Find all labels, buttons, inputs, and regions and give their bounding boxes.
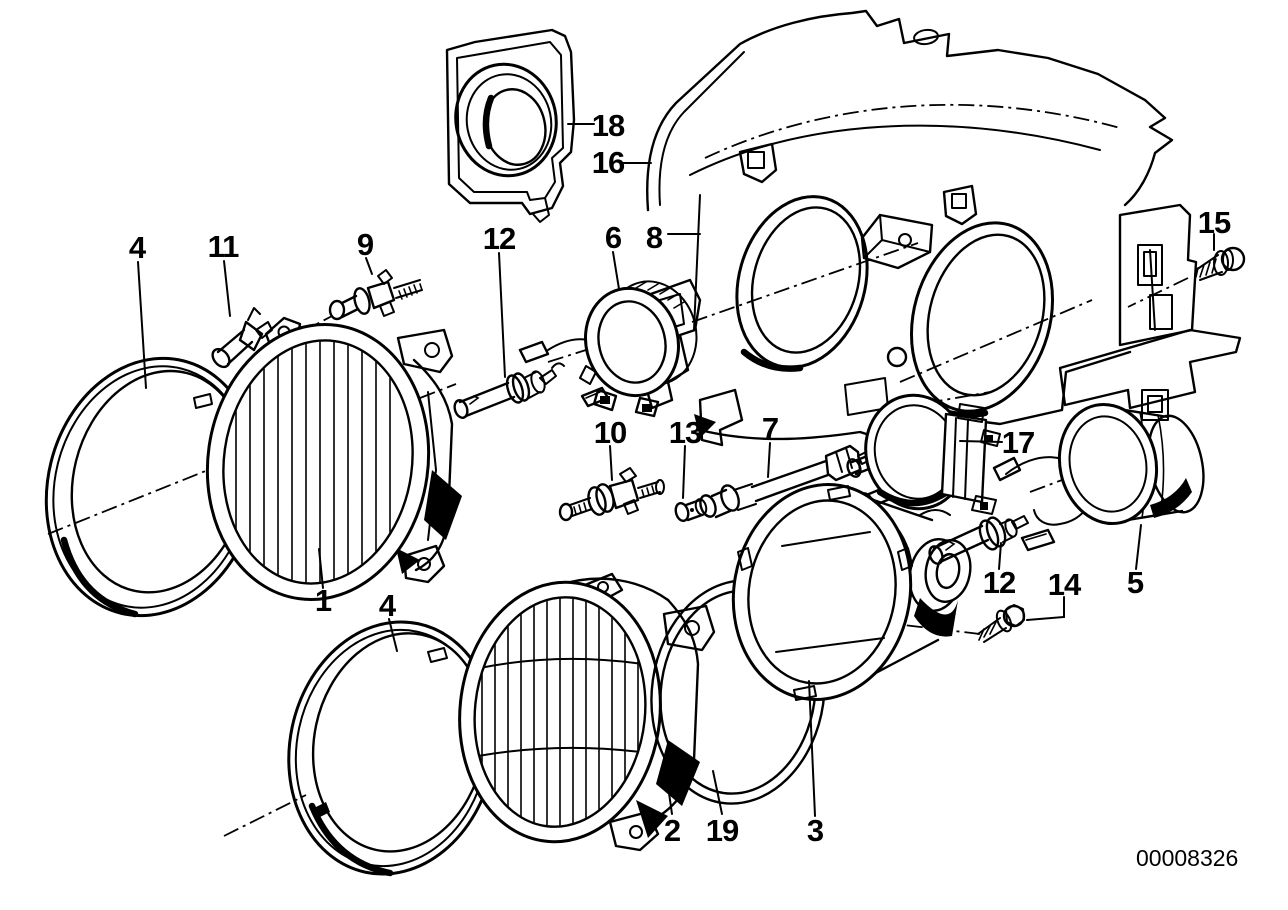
callout-12-lower: 12 [983, 565, 1015, 600]
callout-13: 13 [669, 415, 702, 450]
part-1-headlight-lens [205, 316, 462, 602]
callout-18: 18 [592, 108, 625, 143]
callout-14: 14 [1048, 567, 1082, 602]
callout-3: 3 [807, 813, 824, 848]
callout-17: 17 [1002, 425, 1034, 460]
callout-10: 10 [594, 415, 626, 450]
callout-16: 16 [592, 145, 625, 180]
callout-2: 2 [664, 813, 680, 848]
part-3-reflector [731, 483, 972, 701]
callout-7: 7 [762, 411, 778, 446]
part-13-clip [674, 498, 708, 523]
part-8-16-housing-frame [642, 9, 1242, 448]
lens1-flutes [235, 329, 391, 595]
part-15-screw [1195, 246, 1246, 281]
drawing-number: 00008326 [1136, 845, 1238, 871]
callout-4-lower: 4 [379, 588, 397, 623]
part-11-bulb-socket [211, 307, 273, 369]
part-12-bulb-upper [453, 362, 565, 419]
leader-lines [137, 123, 1215, 817]
part-2-headlight-lens [458, 572, 716, 852]
callout-12-upper: 12 [483, 221, 515, 256]
callout-1: 1 [315, 583, 332, 618]
callout-15: 15 [1198, 205, 1231, 240]
callout-labels: 18 16 4 11 9 12 6 8 15 10 13 7 17 12 14 … [129, 108, 1232, 848]
part-9-adjusting-screw [328, 269, 423, 321]
callout-8: 8 [646, 220, 663, 255]
callout-19: 19 [706, 813, 739, 848]
part-10-adjusting-screw [558, 467, 665, 522]
part-18-cover [445, 28, 576, 223]
lens2-flutes [477, 589, 643, 835]
part-14-screw [977, 604, 1026, 643]
callout-6: 6 [605, 220, 622, 255]
part-5-cap [1057, 402, 1205, 526]
callout-4-upper: 4 [129, 230, 147, 265]
callout-9: 9 [357, 227, 374, 262]
callout-5: 5 [1127, 565, 1144, 600]
callout-11: 11 [208, 229, 240, 264]
part-17-bulb-holder [846, 391, 1001, 515]
